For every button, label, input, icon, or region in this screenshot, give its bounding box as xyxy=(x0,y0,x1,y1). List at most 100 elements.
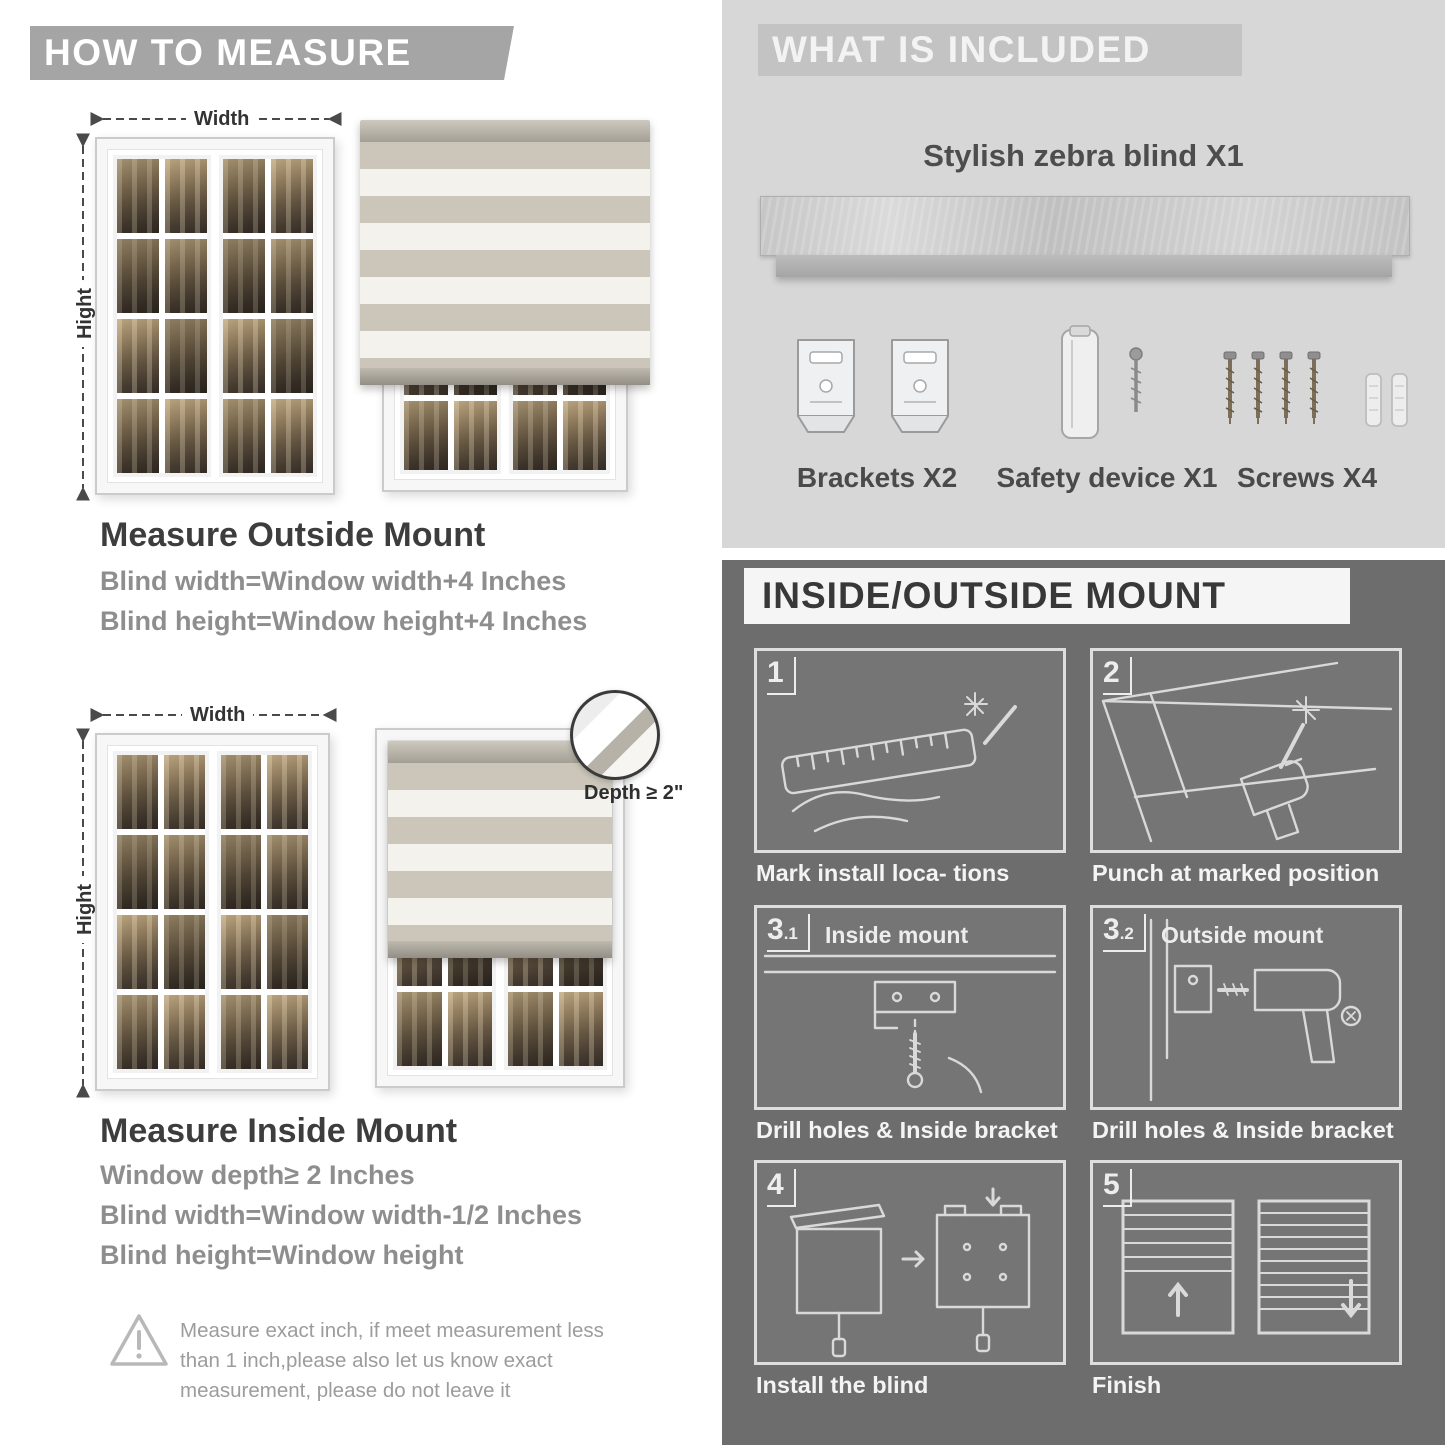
window-pane xyxy=(117,995,158,1069)
how-to-measure-header: HOW TO MEASURE xyxy=(30,26,514,80)
brackets-icon xyxy=(797,339,949,433)
window-pane xyxy=(447,991,492,1066)
window-pane xyxy=(271,239,313,313)
step-caption-2: Punch at marked position xyxy=(1092,860,1380,886)
window-pane xyxy=(508,991,553,1066)
step-number: 3.1 xyxy=(767,914,810,952)
step-panel-3-2: 3.2 Outside mount xyxy=(1090,905,1402,1110)
step-caption-5: Finish xyxy=(1092,1372,1162,1398)
window-pane xyxy=(220,755,262,829)
window-pane xyxy=(271,159,313,233)
window-pane xyxy=(117,755,158,829)
inside-formula-height: Blind height=Window height xyxy=(100,1240,464,1270)
step-panel-3-1: 3.1 Inside mount xyxy=(754,905,1066,1110)
window-illustration-inside xyxy=(95,733,330,1091)
window-pane xyxy=(267,755,308,829)
inside-formula-width: Blind width=Window width-1/2 Inches xyxy=(100,1200,583,1230)
step-panel-5: 5 xyxy=(1090,1160,1402,1365)
window-pane xyxy=(165,239,207,313)
window-pane xyxy=(117,915,158,989)
window-pane xyxy=(163,835,205,909)
screws-icon xyxy=(1223,350,1408,427)
finish-illustration xyxy=(1121,1199,1371,1335)
window-pane xyxy=(271,319,313,393)
step-caption-4: Install the blind xyxy=(756,1372,929,1398)
window-pane xyxy=(558,991,603,1066)
window-pane xyxy=(267,835,308,909)
window-pane xyxy=(513,400,557,470)
window-pane xyxy=(117,835,158,909)
step-panel-2: 2 xyxy=(1090,648,1402,853)
outside-formula-width: Blind width=Window width+4 Inches xyxy=(100,566,567,596)
width-label-outside: Width xyxy=(186,108,258,131)
window-pane xyxy=(165,319,207,393)
warning-line-1: Measure exact inch, if meet measurement … xyxy=(180,1319,604,1342)
window-pane xyxy=(397,991,442,1066)
warning-line-3: measurement, please do not leave it xyxy=(180,1379,511,1402)
step-number: 4 xyxy=(767,1169,796,1207)
window-pane xyxy=(220,835,262,909)
window-pane xyxy=(165,159,207,233)
what-is-included-section: WHAT IS INCLUDED Stylish zebra blind X1 xyxy=(722,0,1445,548)
depth-magnifier-circle xyxy=(570,690,660,780)
window-sash xyxy=(113,751,209,1073)
step-panel-4: 4 xyxy=(754,1160,1066,1365)
window-pane xyxy=(223,239,265,313)
included-product-title: Stylish zebra blind X1 xyxy=(923,138,1244,173)
width-label-inside: Width xyxy=(182,704,254,727)
step-number: 3.2 xyxy=(1103,914,1146,952)
blind-bottom-rail xyxy=(388,941,612,958)
warning-line-2: than 1 inch,please also let us know exac… xyxy=(180,1349,553,1372)
window-pane xyxy=(562,400,606,470)
zebra-blind-inside-illustration xyxy=(375,728,625,1088)
step-number: 2 xyxy=(1103,657,1132,695)
height-label-inside: Hight xyxy=(74,875,98,944)
drill-punch-illustration xyxy=(1101,661,1393,843)
step-number: 5 xyxy=(1103,1169,1132,1207)
width-arrow-outside xyxy=(90,112,342,126)
zebra-blind xyxy=(360,120,650,385)
brackets-label: Brackets X2 xyxy=(796,462,958,493)
step-number: 1 xyxy=(767,657,796,695)
zebra-blind xyxy=(388,741,612,958)
window-pane xyxy=(163,755,205,829)
outside-mount-heading: Measure Outside Mount xyxy=(100,516,486,554)
inside-bracket-illustration xyxy=(763,954,1057,1094)
step-panel-1: 1 xyxy=(754,648,1066,853)
what-is-included-header: WHAT IS INCLUDED xyxy=(758,24,1242,76)
outside-formula-height: Blind height=Window height+4 Inches xyxy=(100,606,588,636)
height-label-outside: Hight xyxy=(74,279,98,348)
blind-headrail xyxy=(388,741,612,763)
window-pane xyxy=(220,995,262,1069)
window-pane xyxy=(117,319,159,393)
window-sash xyxy=(216,751,312,1073)
window-sash xyxy=(219,155,317,477)
install-blind-illustration xyxy=(789,1187,1031,1358)
blind-headrail-lip xyxy=(776,255,1392,277)
step-inner-label: Inside mount xyxy=(825,922,969,948)
window-pane xyxy=(223,159,265,233)
step-caption-3-1: Drill holes & Inside bracket xyxy=(756,1117,1058,1143)
window-illustration-outside xyxy=(95,137,335,495)
step-caption-1: Mark install loca- tions xyxy=(756,860,1010,886)
mark-location-illustration xyxy=(781,692,1017,833)
screws-label: Screws X4 xyxy=(1236,462,1378,493)
mount-header: INSIDE/OUTSIDE MOUNT xyxy=(744,568,1350,624)
window-pane xyxy=(117,239,159,313)
blind-bottom-rail xyxy=(360,368,650,385)
window-pane xyxy=(163,995,205,1069)
zebra-blind-outside-illustration xyxy=(360,120,650,497)
mount-section: INSIDE/OUTSIDE MOUNT 1 Mark install loca… xyxy=(722,560,1445,1445)
outside-bracket-illustration xyxy=(1149,918,1362,1102)
window-pane xyxy=(220,915,262,989)
blind-stripes xyxy=(388,763,612,941)
window-pane xyxy=(267,915,308,989)
safety-device-label: Safety device X1 xyxy=(996,462,1218,493)
window-pane xyxy=(163,915,205,989)
window-pane xyxy=(453,400,497,470)
window-pane xyxy=(223,319,265,393)
inside-mount-heading: Measure Inside Mount xyxy=(100,1112,458,1150)
window-pane xyxy=(223,399,265,473)
window-pane xyxy=(117,159,159,233)
